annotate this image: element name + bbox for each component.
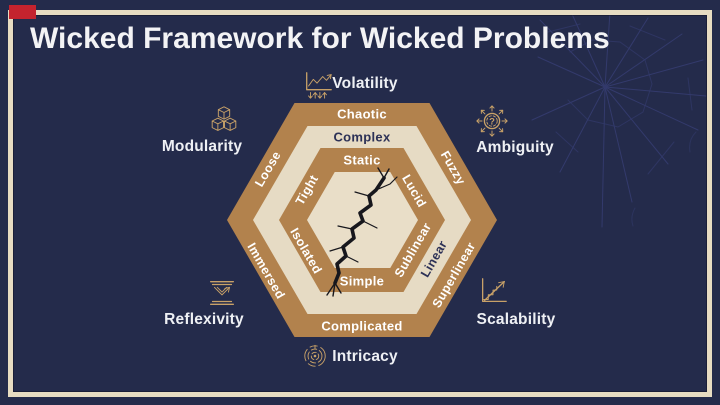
ring-label-simple: Simple — [339, 273, 385, 289]
dimension-label-intricacy: Intricacy — [332, 348, 398, 365]
dimension-label-scalability: Scalability — [476, 311, 556, 328]
reflexivity-mirror-icon — [205, 278, 239, 308]
corner-accent-bar — [9, 5, 36, 19]
ring-label-static: Static — [343, 152, 381, 168]
intricacy-maze-icon — [302, 343, 328, 369]
modularity-cubes-icon — [207, 104, 241, 138]
slide-frame — [8, 10, 712, 397]
dimension-label-modularity: Modularity — [161, 138, 243, 155]
page-title: Wicked Framework for Wicked Problems — [30, 22, 610, 55]
scalability-growth-icon — [477, 275, 509, 307]
svg-text:?: ? — [489, 116, 495, 127]
ring-label-chaotic: Chaotic — [337, 106, 387, 122]
web-pattern-background — [531, 12, 707, 228]
dimension-label-volatility: Volatility — [332, 75, 398, 92]
dimension-label-reflexivity: Reflexivity — [164, 311, 244, 328]
dimension-label-ambiguity: Ambiguity — [476, 139, 554, 156]
volatility-trend-icon — [302, 69, 334, 101]
ring-label-complicated: Complicated — [321, 318, 403, 334]
ring-label-complex: Complex — [333, 129, 391, 145]
ambiguity-question-icon: ? — [473, 102, 511, 140]
